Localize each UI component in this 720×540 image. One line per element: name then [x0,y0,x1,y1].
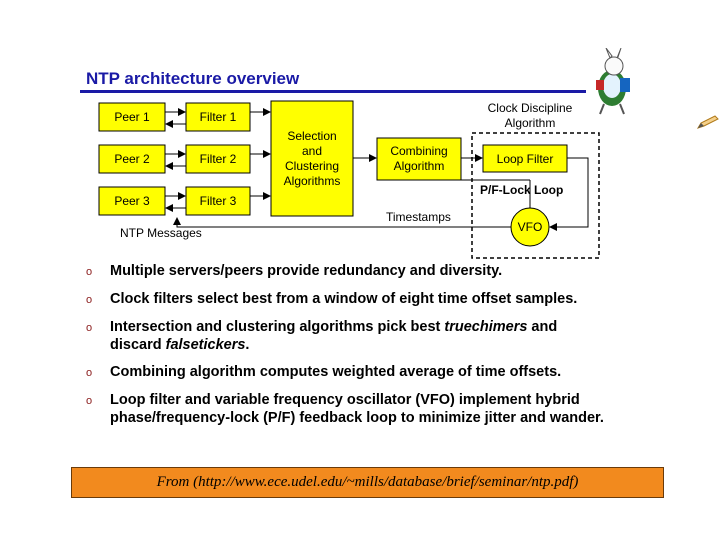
combining-label-line-1: Combining [390,144,447,158]
combining-label-line-2: Algorithm [394,159,445,173]
clock-discipline-region [471,132,600,259]
bullet-item: o Multiple servers/peers provide redunda… [86,262,606,280]
loop-filter-label: Loop Filter [497,152,554,166]
filter-1-label: Filter 1 [200,110,237,124]
peer-1-box: Peer 1 [98,102,166,132]
selection-label-line-3: Clustering [285,159,339,173]
diagram-connectors [165,108,589,231]
filter-3-box: Filter 3 [185,186,251,216]
selection-label-line-2: and [302,144,322,158]
combining-algorithm-box: Combining Algorithm [376,137,462,181]
filter-2-label: Filter 2 [200,152,237,166]
source-citation: From (http://www.ece.udel.edu/~mills/dat… [71,467,664,498]
bullet-text: Combining algorithm computes weighted av… [110,364,562,380]
bullet-marker-icon: o [86,294,93,306]
pencil-icon [697,115,719,129]
bullet-text: Intersection and clustering algorithms p… [110,319,558,353]
peer-2-box: Peer 2 [98,144,166,174]
title-underline [80,90,586,93]
peer-3-label: Peer 3 [114,194,150,208]
ntp-messages-label: NTP Messages [120,226,202,240]
bullet-item: o Clock filters select best from a windo… [86,290,606,308]
loop-filter-box: Loop Filter [482,144,568,173]
selection-label-line-4: Algorithms [284,174,341,188]
filter-3-label: Filter 3 [200,194,237,208]
filter-2-box: Filter 2 [185,144,251,174]
bullet-marker-icon: o [86,266,93,278]
bullet-list: o Multiple servers/peers provide redunda… [86,262,606,427]
filter-1-box: Filter 1 [185,102,251,132]
vfo-label: VFO [518,220,543,234]
peer-2-label: Peer 2 [114,152,150,166]
bullet-text: Clock filters select best from a window … [110,291,578,307]
bullet-marker-icon: o [86,395,93,407]
clock-discipline-label-line-2: Algorithm [505,116,556,130]
timestamps-label: Timestamps [386,210,451,224]
pf-lock-loop-label: P/F-Lock Loop [480,183,563,197]
clock-discipline-label-line-1: Clock Discipline [488,101,573,115]
peer-3-box: Peer 3 [98,186,166,216]
selection-clustering-box: Selection and Clustering Algorithms [270,100,354,217]
bullet-text: Multiple servers/peers provide redundanc… [110,263,503,279]
bullet-marker-icon: o [86,322,93,334]
vfo-circle: VFO [510,207,550,247]
bullet-item: o Loop filter and variable frequency osc… [86,391,606,427]
bullet-item: o Intersection and clustering algorithms… [86,318,606,354]
selection-label-line-1: Selection [287,129,336,143]
bullet-item: o Combining algorithm computes weighted … [86,363,606,381]
white-rabbit-icon [596,48,630,115]
bullet-marker-icon: o [86,367,93,379]
bullet-text: Loop filter and variable frequency oscil… [110,392,604,426]
slide-title: NTP architecture overview [86,69,300,88]
peer-1-label: Peer 1 [114,110,150,124]
